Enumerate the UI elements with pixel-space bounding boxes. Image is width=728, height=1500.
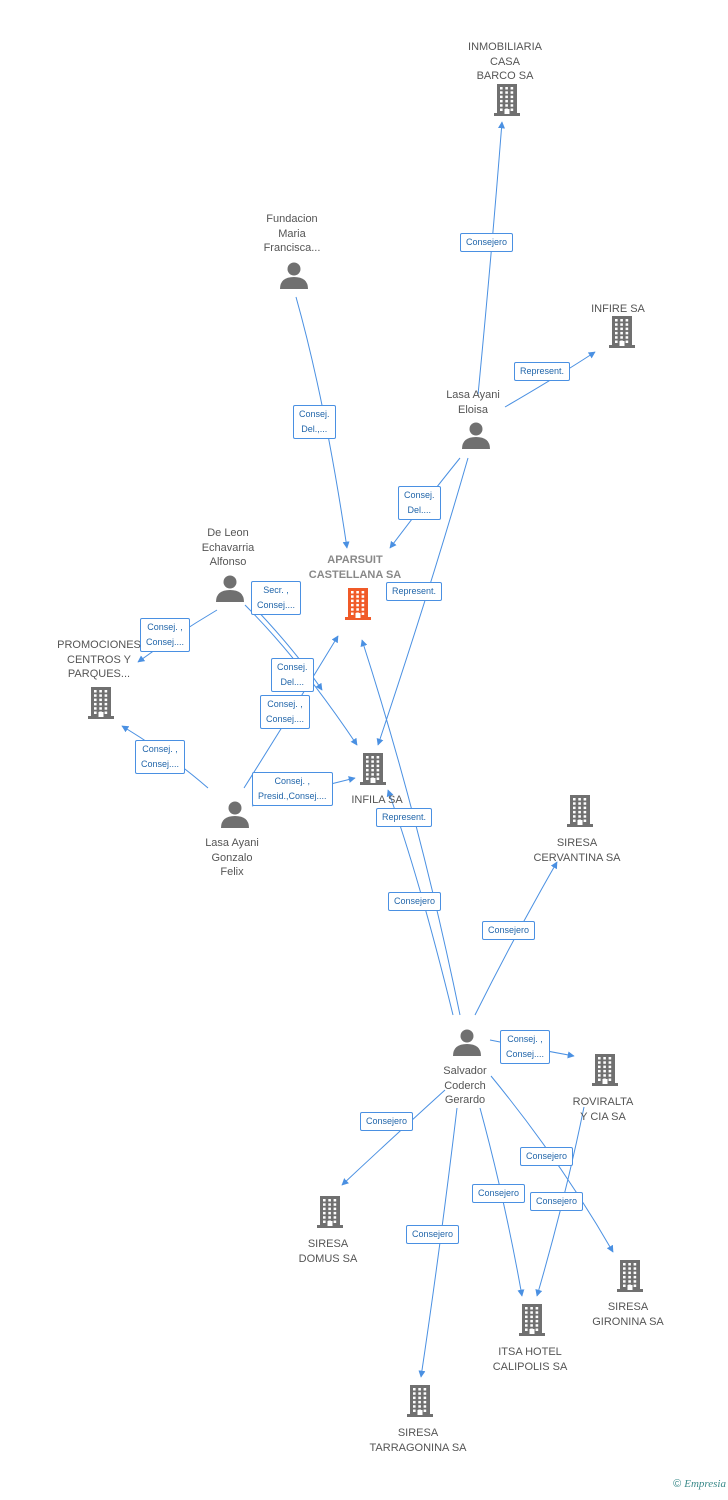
edge-salvador-domus [341,1089,446,1186]
edge-label[interactable]: Consejero [520,1147,574,1166]
edge-label[interactable]: Consej. , Consej.... [135,740,186,774]
inmobiliaria-company-icon[interactable] [492,83,522,117]
node-label-roviralta[interactable]: ROVIRALTA Y CIA SA [572,1096,634,1123]
edge-label[interactable]: Consejero [388,892,442,911]
node-label-domus[interactable]: SIRESA DOMUS SA [298,1238,358,1265]
tarragonina-company-icon[interactable] [405,1384,435,1418]
eloisa-person-icon[interactable] [461,420,491,450]
node-label-salvador[interactable]: Salvador Coderch Gerardo [443,1065,487,1106]
roviralta-company-icon[interactable] [590,1053,620,1087]
edge-label[interactable]: Consejero [406,1225,460,1244]
gonzalo-person-icon[interactable] [220,799,250,829]
edge-label[interactable]: Secr. , Consej.... [251,581,302,615]
deleon-person-icon[interactable] [215,573,245,603]
edge-label[interactable]: Consej. , Consej.... [140,618,191,652]
gironina-company-icon[interactable] [615,1259,645,1293]
edge-label[interactable]: Consejero [460,233,514,252]
edge-eloisa-inmobiliaria [477,121,505,396]
edge-label[interactable]: Consej. , Consej.... [260,695,311,729]
node-label-fundacion[interactable]: Fundacion Maria Francisca... [263,213,321,254]
edge-salvador-tarragonina [418,1107,458,1378]
brand-name: Empresia [684,1478,726,1490]
node-label-inmobiliaria[interactable]: INMOBILIARIA CASA BARCO SA [468,41,542,82]
domus-company-icon[interactable] [315,1195,345,1229]
edge-label[interactable]: Consejero [472,1184,526,1203]
edge-label[interactable]: Consej. , Presid.,Consej.... [252,772,333,806]
edge-label[interactable]: Represent. [376,808,433,827]
infire-company-icon[interactable] [607,315,637,349]
edge-label[interactable]: Consejero [482,921,536,940]
copyright-symbol: © [673,1478,682,1490]
edge-label[interactable]: Consejero [530,1192,584,1211]
node-label-eloisa[interactable]: Lasa Ayani Eloisa [446,389,500,416]
node-label-deleon[interactable]: De Leon Echavarria Alfonso [201,527,255,568]
node-label-infila[interactable]: INFILA SA [351,794,403,806]
edge-label[interactable]: Represent. [386,582,443,601]
edge-label[interactable]: Consej. Del.,... [293,405,336,439]
itsa-company-icon[interactable] [517,1303,547,1337]
edge-label[interactable]: Consej. , Consej.... [500,1030,551,1064]
node-label-gonzalo[interactable]: Lasa Ayani Gonzalo Felix [205,837,259,878]
edge-label[interactable]: Consej. Del.... [398,486,441,520]
promociones-company-icon[interactable] [86,686,116,720]
salvador-person-icon[interactable] [452,1027,482,1057]
aparsuit-company-icon[interactable] [343,587,373,621]
node-label-infire[interactable]: INFIRE SA [591,303,645,315]
edge-salvador-aparsuit [360,639,461,1016]
edge-label[interactable]: Consej. Del.... [271,658,314,692]
node-label-promociones[interactable]: PROMOCIONES CENTROS Y PARQUES... [57,639,141,680]
node-label-gironina[interactable]: SIRESA GIRONINA SA [592,1301,664,1328]
empresia-logo[interactable]: ©Empresia [673,1478,726,1490]
edge-label[interactable]: Consejero [360,1112,414,1131]
node-label-aparsuit[interactable]: APARSUIT CASTELLANA SA [308,554,402,581]
fundacion-person-icon[interactable] [279,260,309,290]
edge-label[interactable]: Represent. [514,362,571,381]
node-label-tarragonina[interactable]: SIRESA TARRAGONINA SA [369,1427,467,1454]
node-label-cervantina[interactable]: SIRESA CERVANTINA SA [533,837,621,864]
infila-company-icon[interactable] [358,752,388,786]
node-label-itsa[interactable]: ITSA HOTEL CALIPOLIS SA [492,1346,568,1373]
cervantina-company-icon[interactable] [565,794,595,828]
